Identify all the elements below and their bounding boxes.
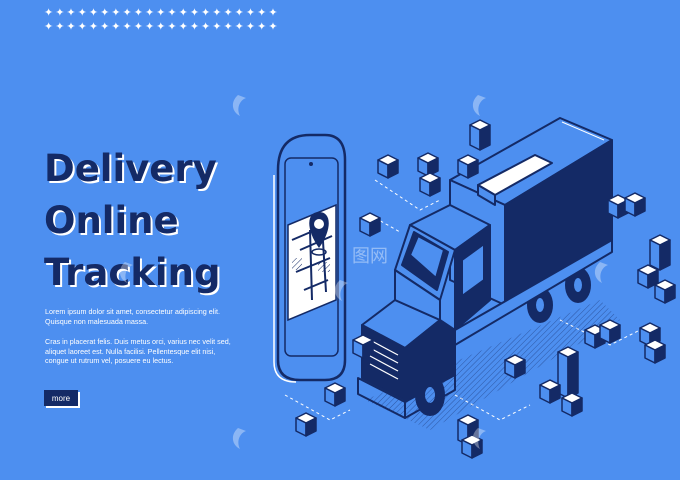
title-line: Online bbox=[44, 199, 179, 242]
package-icon bbox=[599, 319, 621, 344]
package-icon bbox=[324, 382, 346, 407]
title-line: Tracking bbox=[44, 251, 221, 294]
package-icon bbox=[359, 212, 381, 237]
stars-row: ✦✦✦✦✦✦✦✦✦✦✦✦✦✦✦✦✦✦✦✦✦ bbox=[44, 20, 280, 33]
truck-shadow bbox=[365, 300, 620, 430]
watermark bbox=[119, 95, 608, 449]
package-icon bbox=[654, 279, 676, 304]
package-icon bbox=[352, 334, 374, 359]
package-icon bbox=[644, 339, 666, 364]
package-icon bbox=[417, 152, 439, 177]
intro-paragraph: Lorem ipsum dolor sit amet, consectetur … bbox=[45, 307, 220, 326]
package-icon bbox=[539, 379, 561, 404]
decorative-stars: ✦✦✦✦✦✦✦✦✦✦✦✦✦✦✦✦✦✦✦✦✦ ✦✦✦✦✦✦✦✦✦✦✦✦✦✦✦✦✦✦… bbox=[44, 6, 280, 34]
title-line: Delivery bbox=[44, 147, 217, 190]
location-pin-icon bbox=[309, 212, 329, 256]
package-icon bbox=[561, 392, 583, 417]
package-icon bbox=[295, 412, 317, 437]
package-icon bbox=[419, 172, 441, 197]
package-icon bbox=[624, 192, 646, 217]
watermark-text: 图网 bbox=[352, 246, 388, 267]
page-title: Delivery Online Tracking bbox=[44, 143, 220, 299]
package-icon bbox=[649, 234, 671, 271]
package-icon bbox=[377, 154, 399, 179]
package-icon bbox=[461, 434, 483, 459]
more-button[interactable]: more bbox=[44, 390, 78, 406]
package-icon bbox=[457, 154, 479, 179]
package-icon bbox=[639, 322, 661, 347]
parcels bbox=[295, 119, 676, 459]
package-icon bbox=[469, 119, 491, 151]
phone-icon bbox=[273, 133, 347, 383]
package-icon bbox=[557, 346, 579, 399]
detail-paragraph: Cras in placerat felis. Duis metus orci,… bbox=[45, 337, 231, 365]
stars-row: ✦✦✦✦✦✦✦✦✦✦✦✦✦✦✦✦✦✦✦✦✦ bbox=[44, 6, 280, 19]
package-icon bbox=[504, 354, 526, 379]
